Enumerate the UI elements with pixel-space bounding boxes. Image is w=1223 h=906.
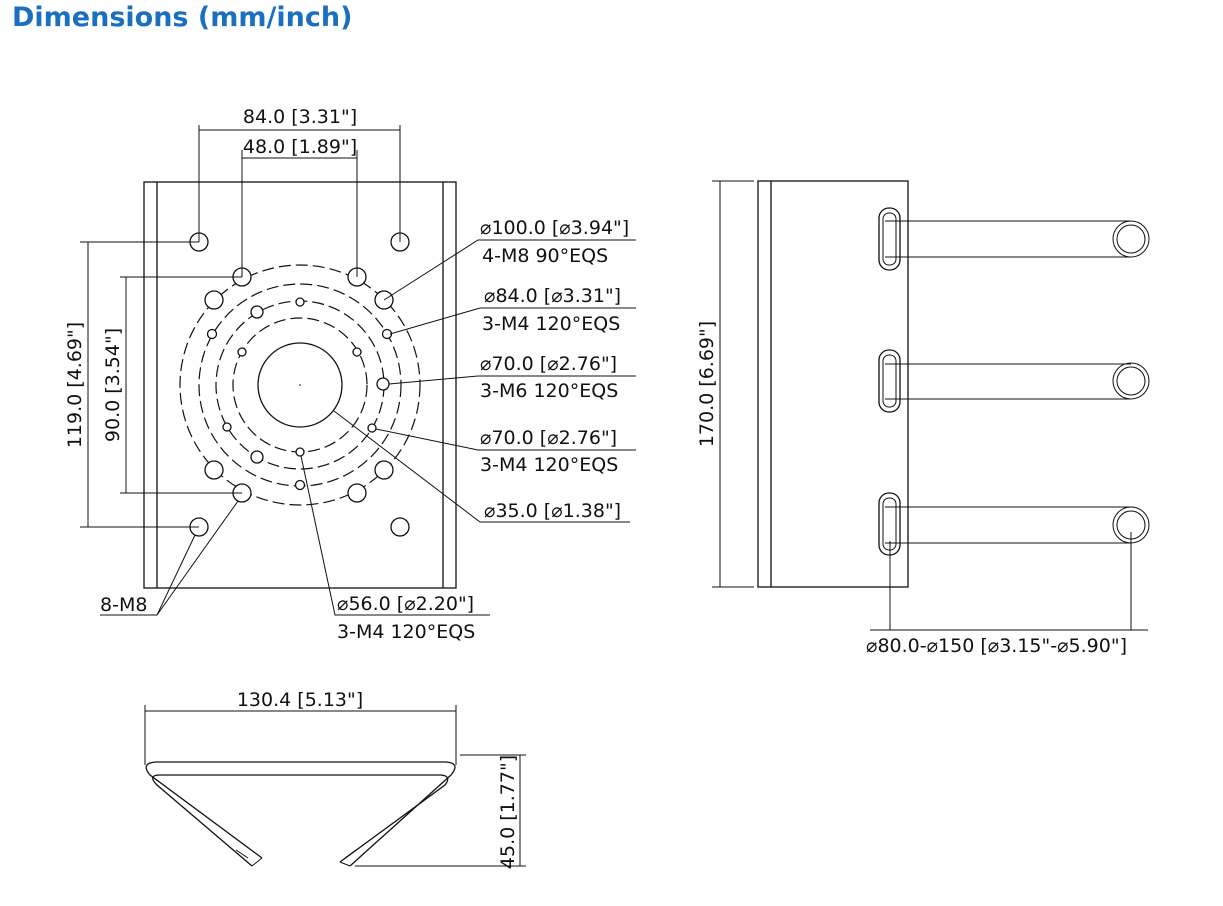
dim-height-inner: 90.0 [3.54"]: [102, 328, 124, 442]
callout-dia-84: ⌀84.0 [⌀3.31"]: [484, 285, 621, 307]
callout-8m8: 8-M8: [100, 594, 147, 616]
dim-height-outer: 119.0 [4.69"]: [64, 322, 86, 448]
dim-width-inner: 48.0 [1.89"]: [243, 136, 357, 158]
dim-side-height: 170.0 [6.69"]: [696, 321, 718, 447]
strap-slots: [878, 207, 901, 556]
dim-pole-range: ⌀80.0-⌀150 [⌀3.15"-⌀5.90"]: [866, 635, 1127, 657]
callout-dia-100: ⌀100.0 [⌀3.94"]: [480, 217, 629, 239]
front-view: 84.0 [3.31"] 48.0 [1.89"] 119.0 [4.69"] …: [64, 106, 636, 643]
dim-width-outer: 84.0 [3.31"]: [243, 106, 357, 128]
center-hole: [257, 342, 343, 428]
callout-spec-3m4-c: 3-M4 120°EQS: [337, 621, 475, 643]
page-title: Dimensions (mm/inch): [12, 2, 353, 33]
callout-dia-70-m4: ⌀70.0 [⌀2.76"]: [480, 427, 617, 449]
dim-bottom-depth: 45.0 [1.77"]: [497, 755, 519, 869]
callout-spec-3m4-a: 3-M4 120°EQS: [482, 313, 620, 335]
callout-spec-4m8: 4-M8 90°EQS: [482, 245, 608, 267]
callout-dia-70-m6: ⌀70.0 [⌀2.76"]: [480, 353, 617, 375]
bottom-view: 130.4 [5.13"] 45.0 [1.77"]: [144, 689, 526, 869]
straps: [885, 220, 1150, 544]
callout-dia-56: ⌀56.0 [⌀2.20"]: [337, 593, 474, 615]
callout-spec-3m4-b: 3-M4 120°EQS: [480, 454, 618, 476]
dim-bottom-width: 130.4 [5.13"]: [237, 689, 363, 711]
side-view: 170.0 [6.69"] ⌀80.0-⌀150 [⌀3.15"-⌀5.90"]: [696, 180, 1150, 657]
callout-spec-3m6: 3-M6 120°EQS: [480, 380, 618, 402]
callout-dia-35: ⌀35.0 [⌀1.38"]: [484, 500, 621, 522]
